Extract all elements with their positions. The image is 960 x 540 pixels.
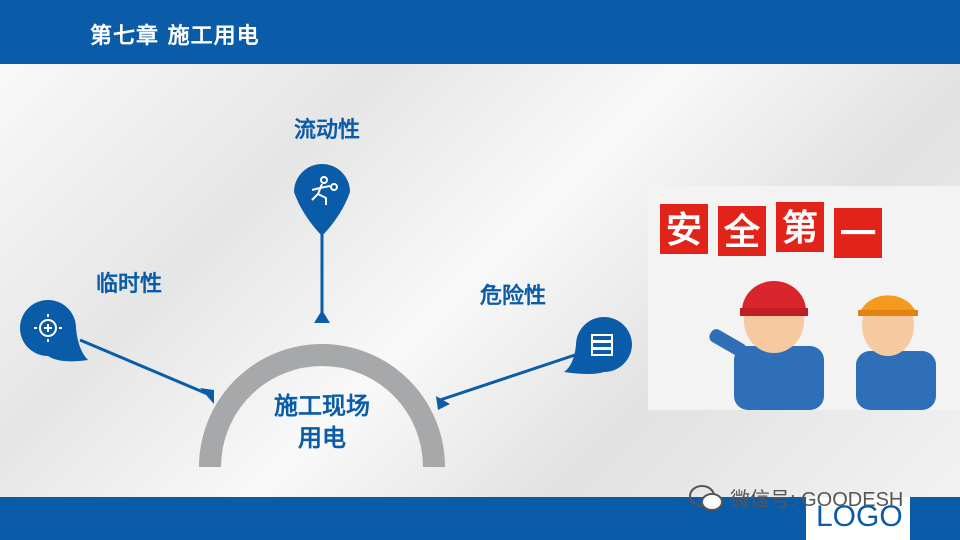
poster-char-2: 全	[723, 211, 761, 253]
wechat-icon	[689, 485, 723, 511]
poster-char-1: 安	[666, 210, 702, 251]
header-bar	[0, 0, 960, 64]
arrow-top	[314, 310, 330, 323]
poster-illustration: 安 全 第 一	[648, 186, 960, 410]
arrow-left	[200, 388, 214, 404]
node-label-mobility: 流动性	[294, 118, 361, 143]
worker-left	[709, 281, 824, 410]
center-ring	[199, 344, 445, 468]
poster-char-3: 第	[782, 208, 818, 249]
center-text: 施工现场 用电	[252, 390, 392, 454]
pin-top	[294, 164, 350, 236]
poster-char-4: 一	[840, 214, 876, 255]
gear-plus-icon	[34, 314, 62, 342]
pin-right	[564, 317, 632, 374]
stacked-books-icon	[591, 334, 613, 356]
node-label-temporary: 临时性	[96, 272, 163, 297]
pin-left	[20, 300, 88, 362]
footer-bar	[0, 497, 960, 540]
node-label-danger: 危险性	[480, 284, 547, 309]
center-line-1: 施工现场	[274, 392, 370, 420]
page-title: 第七章 施工用电	[90, 24, 260, 49]
logo-box	[806, 497, 910, 540]
connector-left	[79, 338, 211, 397]
wechat-id: 微信号: GOODESH	[730, 489, 904, 511]
safety-poster: 安 全 第 一	[648, 186, 960, 410]
logo-text: LOGO	[816, 500, 903, 533]
connector-right	[439, 353, 576, 402]
center-line-2: 用电	[298, 424, 346, 452]
worker-right	[856, 295, 936, 410]
arrow-right	[436, 396, 450, 410]
running-person-icon	[311, 176, 338, 205]
